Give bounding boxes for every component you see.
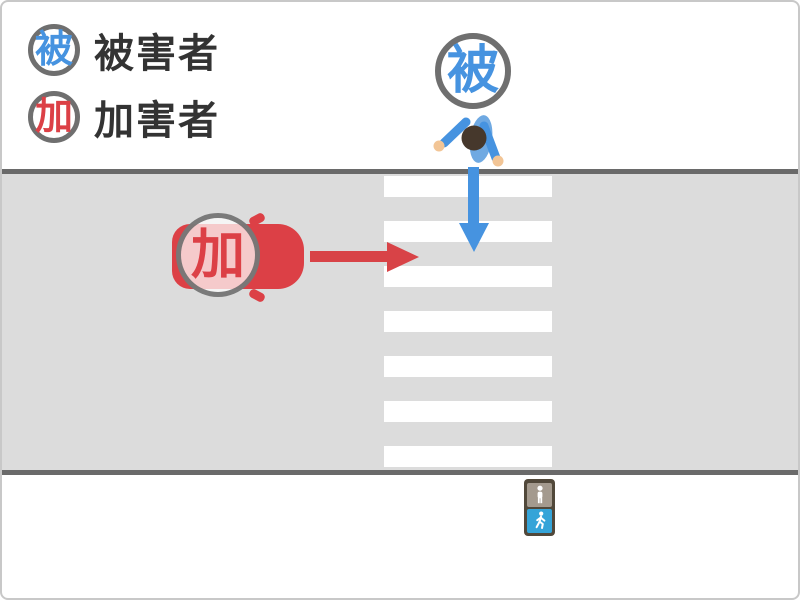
pedestrian-signal xyxy=(524,479,555,536)
perpetrator-legend-badge: 加 xyxy=(28,91,80,143)
perpetrator-badge-symbol: 加 xyxy=(191,225,245,285)
victim-legend-badge: 被 xyxy=(28,24,80,76)
perpetrator-legend-label: 加害者 xyxy=(94,99,220,143)
signal-walk-lamp xyxy=(527,508,552,533)
crosswalk-stripe xyxy=(384,356,552,377)
pedestrian-direction-arrow xyxy=(459,167,489,252)
crosswalk-stripe xyxy=(384,311,552,332)
crosswalk-stripe xyxy=(384,446,552,467)
crosswalk-stripe xyxy=(384,401,552,422)
legend-item-perpetrator: 加 加害者 xyxy=(28,91,220,143)
walking-person-icon xyxy=(535,511,545,529)
victim-badge-symbol: 被 xyxy=(446,42,499,100)
legend-item-victim: 被 被害者 xyxy=(28,24,220,76)
victim-badge: 被 xyxy=(435,33,511,109)
crosswalk-stripe xyxy=(384,266,552,287)
car-direction-arrow xyxy=(310,242,419,272)
perpetrator-badge: 加 xyxy=(176,213,260,297)
signal-stand-lamp xyxy=(527,482,552,507)
pedestrian-icon xyxy=(433,115,504,167)
victim-legend-symbol: 被 xyxy=(34,29,73,71)
perpetrator-legend-symbol: 加 xyxy=(34,96,73,138)
standing-person-icon xyxy=(536,485,543,504)
victim-legend-label: 被害者 xyxy=(94,32,220,76)
